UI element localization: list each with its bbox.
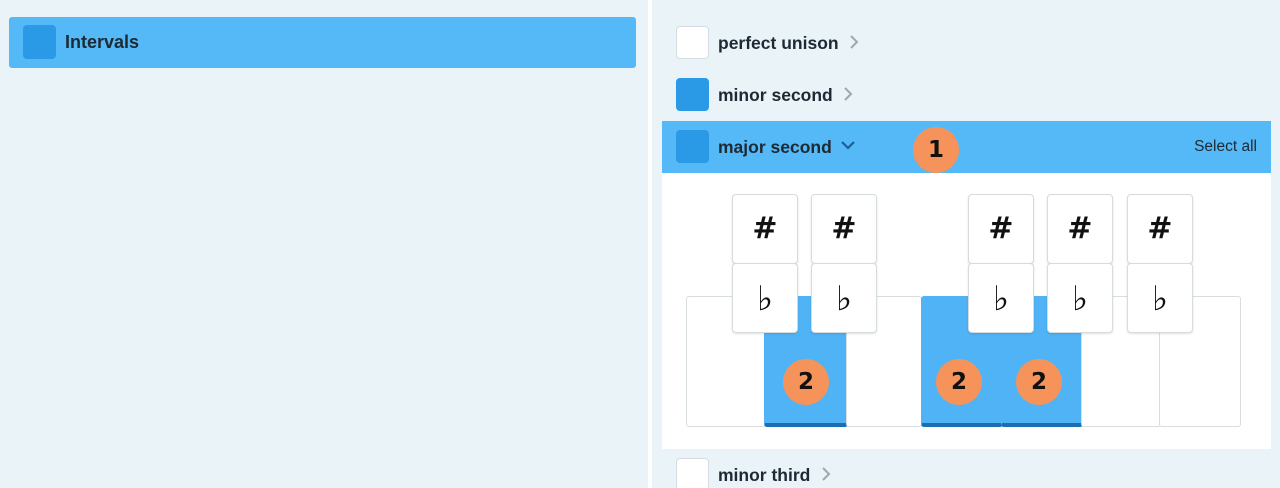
step-badge: 1: [913, 127, 959, 173]
interval-checkbox[interactable]: [676, 26, 709, 59]
interval-checkbox[interactable]: [676, 78, 709, 111]
flat-button[interactable]: ♭: [732, 263, 798, 333]
sharp-button[interactable]: #: [811, 194, 877, 264]
interval-row-perfect-unison[interactable]: perfect unison: [662, 17, 1271, 69]
chevron-right-icon[interactable]: [842, 85, 854, 108]
category-pane: Intervals: [9, 17, 636, 68]
flat-button[interactable]: ♭: [1047, 263, 1113, 333]
sharp-button[interactable]: #: [732, 194, 798, 264]
step-badge: 2: [783, 359, 829, 405]
flat-button[interactable]: ♭: [811, 263, 877, 333]
category-label: Intervals: [65, 32, 140, 52]
sharp-button[interactable]: #: [1047, 194, 1113, 264]
interval-row-major-second[interactable]: major second 1 Select all: [662, 121, 1271, 173]
interval-row-minor-second[interactable]: minor second: [662, 69, 1271, 121]
interval-name: minor second: [718, 85, 833, 105]
flat-button[interactable]: ♭: [1127, 263, 1193, 333]
category-item-intervals[interactable]: Intervals: [9, 17, 636, 68]
interval-name: minor third: [718, 465, 811, 485]
interval-name: major second: [718, 137, 832, 157]
category-checkbox[interactable]: [23, 25, 56, 59]
interval-checkbox[interactable]: [676, 130, 709, 163]
pane-divider: [648, 0, 652, 488]
step-badge: 2: [1016, 359, 1062, 405]
interval-checkbox[interactable]: [676, 458, 709, 488]
sharp-button[interactable]: #: [1127, 194, 1193, 264]
sharp-button[interactable]: #: [968, 194, 1034, 264]
select-all-button[interactable]: Select all: [1194, 138, 1257, 155]
piano-keyboard: # # # # # ♭ ♭ ♭ ♭ ♭ 2 2 2: [662, 173, 1271, 449]
step-badge: 2: [936, 359, 982, 405]
interval-name: perfect unison: [718, 33, 839, 53]
chevron-down-icon[interactable]: [838, 135, 858, 155]
flat-button[interactable]: ♭: [968, 263, 1034, 333]
chevron-right-icon[interactable]: [848, 33, 860, 56]
chevron-right-icon[interactable]: [820, 465, 832, 488]
interval-row-minor-third[interactable]: minor third: [662, 449, 1271, 488]
interval-pane: perfect unison minor second major second…: [652, 0, 1280, 488]
